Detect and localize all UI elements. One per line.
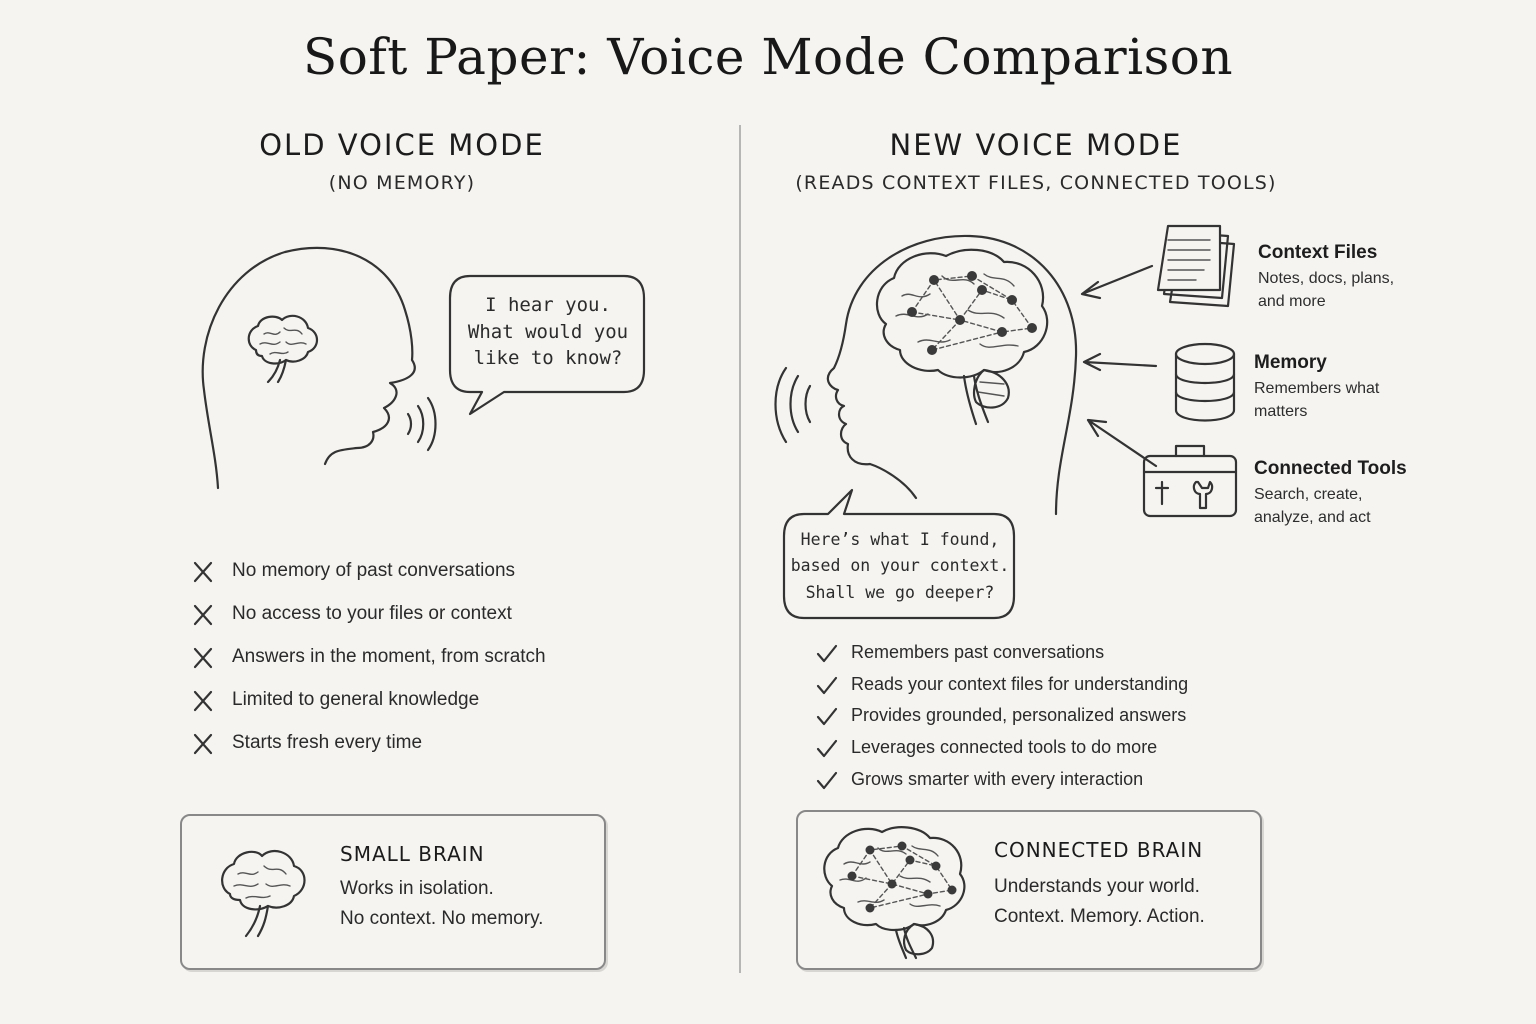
card-title: SMALL BRAIN bbox=[340, 842, 485, 866]
bubble-line: like to know? bbox=[473, 347, 623, 370]
list-item-text: Provides grounded, personalized answers bbox=[851, 705, 1187, 726]
list-item-text: Leverages connected tools to do more bbox=[851, 737, 1158, 758]
x-mark-icon bbox=[193, 647, 213, 669]
database-icon bbox=[1174, 342, 1236, 422]
toolbox-icon bbox=[1142, 444, 1238, 518]
resource-desc-line: Search, create, bbox=[1254, 486, 1363, 503]
card-text: Understands your world. Context. Memory.… bbox=[994, 872, 1205, 933]
resource-title: Memory bbox=[1254, 352, 1327, 373]
connected-brain-card: CONNECTED BRAIN Understands your world. … bbox=[796, 810, 1262, 970]
list-item-text: Starts fresh every time bbox=[232, 732, 423, 753]
list-item: No memory of past conversations bbox=[192, 560, 612, 603]
resource-title: Context Files bbox=[1258, 242, 1378, 263]
resource-desc-line: Notes, docs, plans, bbox=[1258, 270, 1395, 287]
connected-brain-icon bbox=[823, 826, 966, 960]
resource-desc: Remembers what matters bbox=[1254, 378, 1504, 423]
x-mark-icon bbox=[193, 690, 213, 712]
page-title: Soft Paper: Voice Mode Comparison bbox=[302, 28, 1234, 86]
small-brain-icon bbox=[221, 849, 306, 938]
list-item-text: Reads your context files for understandi… bbox=[851, 673, 1189, 694]
list-item-text: Limited to general knowledge bbox=[232, 689, 480, 710]
sound-waves-icon bbox=[774, 366, 812, 444]
resource-desc-line: Remembers what bbox=[1254, 380, 1380, 397]
bubble-text-old: I hear you. What would you like to know? bbox=[450, 292, 646, 372]
bubble-line: Here’s what I found, bbox=[800, 530, 1000, 549]
resource-title: Connected Tools bbox=[1254, 458, 1407, 479]
connected-brain-icon bbox=[875, 248, 1049, 426]
list-item-text: No memory of past conversations bbox=[232, 560, 516, 581]
card-line: Works in isolation. bbox=[340, 878, 494, 899]
checkmark-icon bbox=[816, 644, 838, 663]
list-item: Reads your context files for understandi… bbox=[816, 674, 1276, 706]
resource-connected-tools: Connected Tools Search, create, analyze,… bbox=[1254, 458, 1514, 529]
card-line: Understands your world. bbox=[994, 876, 1200, 897]
checkmark-icon bbox=[816, 676, 838, 694]
list-item: Grows smarter with every interaction bbox=[816, 769, 1276, 801]
list-item: Remembers past conversations bbox=[816, 642, 1276, 674]
x-mark-icon bbox=[193, 733, 213, 755]
limitations-list: No memory of past conversations No acces… bbox=[192, 560, 612, 775]
card-text: Works in isolation. No context. No memor… bbox=[340, 874, 543, 935]
x-mark-icon bbox=[193, 561, 213, 583]
small-brain-card: SMALL BRAIN Works in isolation. No conte… bbox=[180, 814, 606, 970]
list-item: Leverages connected tools to do more bbox=[816, 737, 1276, 769]
speech-bubble bbox=[782, 488, 1016, 620]
new-mode-heading: NEW VOICE MODE bbox=[889, 128, 1183, 162]
card-line: No context. No memory. bbox=[340, 908, 544, 930]
card-title: CONNECTED BRAIN bbox=[994, 838, 1204, 862]
resource-desc: Notes, docs, plans, and more bbox=[1258, 268, 1508, 313]
arrow-icon bbox=[1080, 264, 1158, 468]
resource-desc: Search, create, analyze, and act bbox=[1254, 484, 1514, 529]
list-item: Starts fresh every time bbox=[192, 732, 612, 775]
x-mark-icon bbox=[193, 604, 213, 626]
list-item-text: Grows smarter with every interaction bbox=[851, 768, 1144, 789]
checkmark-icon bbox=[816, 739, 838, 758]
sound-waves-icon bbox=[406, 396, 437, 452]
old-mode-subheading: (NO MEMORY) bbox=[328, 172, 476, 194]
list-item: Limited to general knowledge bbox=[192, 689, 612, 732]
resource-desc-line: analyze, and act bbox=[1254, 508, 1371, 526]
list-item-text: Answers in the moment, from scratch bbox=[232, 646, 546, 667]
head-profile-icon bbox=[201, 246, 416, 490]
resource-memory: Memory Remembers what matters bbox=[1254, 352, 1504, 423]
speech-bubble bbox=[448, 274, 646, 416]
head-profile-icon bbox=[826, 234, 1078, 516]
benefits-list: Remembers past conversations Reads your … bbox=[816, 642, 1276, 800]
card-line: Context. Memory. Action. bbox=[994, 906, 1205, 928]
checkmark-icon bbox=[816, 708, 838, 726]
list-item: Provides grounded, personalized answers bbox=[816, 705, 1276, 737]
bubble-text-new: Here’s what I found, based on your conte… bbox=[784, 527, 1016, 606]
bubble-line: based on your context. bbox=[790, 556, 1010, 576]
resource-context-files: Context Files Notes, docs, plans, and mo… bbox=[1258, 242, 1508, 313]
list-item: Answers in the moment, from scratch bbox=[192, 646, 612, 689]
bubble-line: Shall we go deeper? bbox=[805, 582, 995, 602]
bubble-line: What would you bbox=[467, 320, 629, 343]
list-item-text: Remembers past conversations bbox=[851, 642, 1105, 662]
list-item: No access to your files or context bbox=[192, 603, 612, 646]
new-mode-subheading: (READS CONTEXT FILES, CONNECTED TOOLS) bbox=[795, 172, 1277, 194]
resource-desc-line: matters bbox=[1254, 402, 1308, 420]
column-divider bbox=[739, 125, 741, 973]
list-item-text: No access to your files or context bbox=[232, 603, 512, 624]
bubble-line: I hear you. bbox=[485, 294, 611, 316]
checkmark-icon bbox=[816, 771, 838, 789]
resource-desc-line: and more bbox=[1258, 292, 1326, 310]
documents-icon bbox=[1156, 224, 1236, 308]
old-mode-heading: OLD VOICE MODE bbox=[259, 128, 545, 162]
small-brain-icon bbox=[247, 314, 319, 384]
